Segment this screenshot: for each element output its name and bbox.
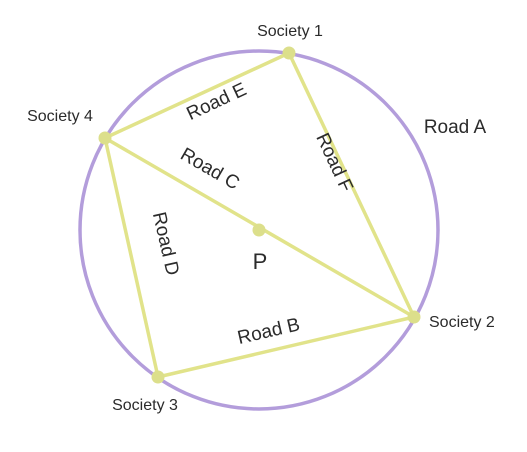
- center-p-point: [252, 223, 266, 237]
- society-1-point: [282, 46, 296, 60]
- center-p-label: P: [253, 249, 268, 274]
- road-e-line: [104, 51, 290, 140]
- road-b-line: [157, 315, 415, 379]
- society-4-label: Society 4: [27, 108, 93, 125]
- society-2-label: Society 2: [429, 314, 495, 331]
- road-a-label: Road A: [424, 117, 487, 138]
- society-1-label: Society 1: [257, 23, 323, 40]
- road-d-label: Road D: [148, 210, 183, 277]
- society-3-label: Society 3: [112, 397, 178, 414]
- society-3-point: [151, 370, 165, 384]
- society-2-point: [407, 310, 421, 324]
- road-f-label: Road F: [311, 130, 356, 195]
- road-d-line: [103, 137, 160, 378]
- road-f-line: [287, 52, 416, 318]
- road-a-circle: [78, 49, 440, 411]
- society-4-point: [98, 131, 112, 145]
